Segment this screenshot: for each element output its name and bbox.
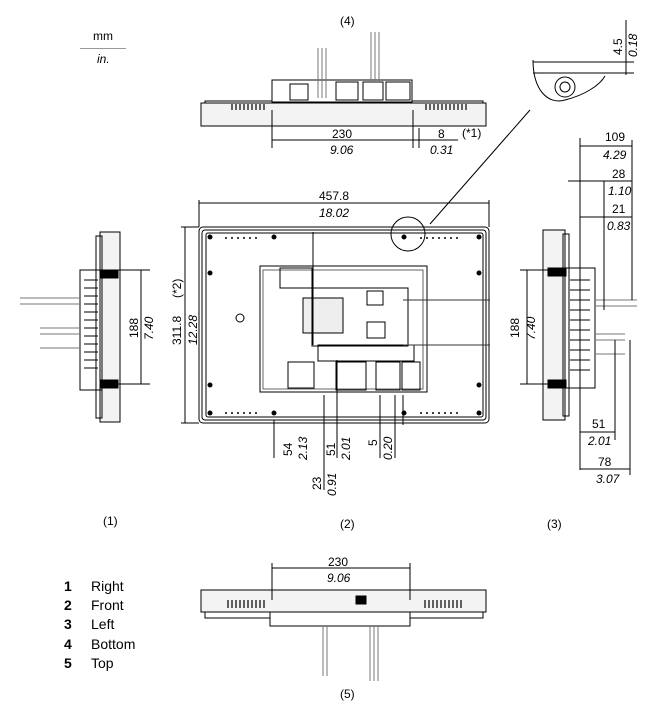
dim-2-01-in-side: 2.01	[588, 434, 612, 448]
dim-4-5-mm: 4.5	[611, 38, 625, 55]
unit-mm-label: mm	[93, 29, 113, 43]
view-label-3: (3)	[547, 517, 562, 531]
dim-457-8-mm: 457.8	[319, 189, 350, 203]
top-view-drawing	[200, 563, 487, 681]
view-label-1: (1)	[103, 514, 118, 528]
dim-8-mm: 8	[438, 127, 445, 141]
view-label-4: (4)	[340, 14, 355, 28]
bottom-view-drawing	[200, 32, 487, 148]
dim-230-mm: 230	[332, 127, 353, 141]
legend-item: 5 Top	[64, 653, 135, 672]
dim-2-13-in: 2.13	[296, 436, 310, 460]
legend-number: 3	[64, 616, 72, 633]
left-view-drawing	[520, 138, 637, 475]
dim-4-29-in: 4.29	[603, 148, 627, 162]
dim-78-mm: 78	[598, 455, 612, 469]
dim-21-mm: 21	[612, 202, 626, 216]
dim-0-31-in: 0.31	[430, 143, 454, 157]
note-2: (*2)	[170, 278, 184, 298]
detail-view-drawing	[429, 20, 634, 225]
legend-number: 1	[64, 577, 72, 594]
dim-2-01-in-front: 2.01	[339, 436, 353, 460]
legend-number: 5	[64, 654, 72, 671]
unit-divider	[80, 48, 126, 49]
view-legend: 1 Right 2 Front 3 Left 4 Bottom 5 Top	[64, 576, 135, 672]
dim-109-mm: 109	[605, 130, 626, 144]
dim-188-mm-right: 188	[127, 317, 141, 338]
dim-51-mm-front: 51	[324, 442, 338, 456]
legend-item: 1 Right	[64, 576, 135, 595]
note-1: (*1)	[462, 126, 482, 140]
dim-0-20-in: 0.20	[381, 436, 395, 460]
dim-230-mm-top: 230	[328, 555, 349, 569]
legend-label: Front	[91, 596, 124, 613]
legend-item: 3 Left	[64, 615, 135, 634]
dim-7-40-in-right: 7.40	[142, 316, 156, 340]
legend-label: Left	[91, 616, 115, 633]
dim-3-07-in: 3.07	[596, 472, 620, 486]
view-label-2: (2)	[340, 517, 355, 531]
dim-188-mm-left: 188	[508, 317, 522, 338]
dim-0-91-in: 0.91	[325, 472, 339, 496]
dim-0-83-in: 0.83	[607, 219, 631, 233]
dim-28-mm: 28	[612, 167, 626, 181]
legend-item: 2 Front	[64, 595, 135, 614]
dim-9-06-in-top: 9.06	[327, 571, 351, 585]
legend-label: Right	[91, 577, 124, 594]
legend-label: Top	[91, 654, 114, 671]
unit-in-label: in.	[97, 52, 110, 66]
view-label-5: (5)	[340, 687, 355, 701]
legend-item: 4 Bottom	[64, 634, 135, 653]
right-view-drawing	[20, 231, 150, 423]
dim-9-06-in: 9.06	[330, 143, 354, 157]
dim-311-8-mm: 311.8	[170, 315, 184, 345]
legend-number: 2	[64, 596, 72, 613]
dim-23-mm: 23	[310, 476, 324, 490]
dim-54-mm: 54	[281, 442, 295, 456]
dim-7-40-in-left: 7.40	[524, 316, 538, 340]
dim-0-18-in: 0.18	[626, 33, 640, 57]
legend-number: 4	[64, 635, 72, 652]
dim-12-28-in: 12.28	[186, 314, 200, 345]
dim-5-mm: 5	[366, 439, 380, 446]
dim-51-mm-side: 51	[592, 417, 606, 431]
front-view-drawing	[181, 200, 490, 490]
legend-label: Bottom	[91, 635, 136, 652]
dim-18-02-in: 18.02	[319, 206, 350, 220]
dim-1-10-in: 1.10	[608, 184, 632, 198]
